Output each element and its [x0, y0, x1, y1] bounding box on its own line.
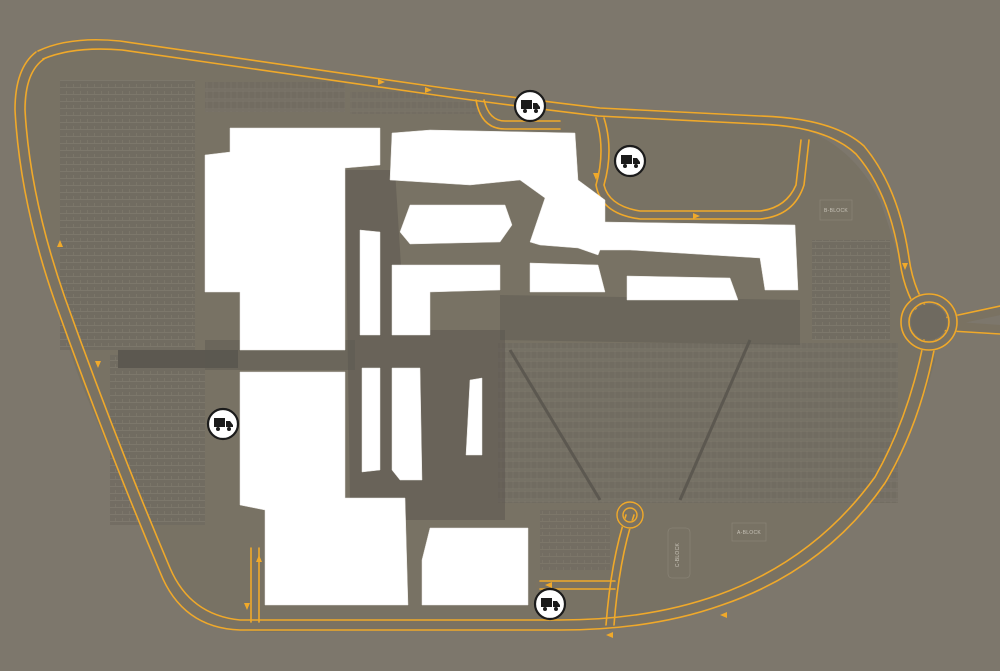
delivery-truck-icon: [214, 418, 233, 431]
mall-buildings: [204, 127, 799, 606]
truck-marker-north: [513, 89, 547, 123]
truck-marker-northeast: [613, 144, 647, 178]
delivery-truck-icon: [521, 100, 540, 113]
road-network: [15, 38, 1000, 630]
plaza-areas: [205, 170, 800, 520]
building-center-court: [399, 204, 513, 245]
truck-marker-south: [533, 587, 567, 621]
parking-east: [498, 240, 898, 570]
lane-markings: [14, 39, 1000, 631]
building-mid-2: [529, 262, 606, 293]
delivery-truck-icon: [541, 598, 560, 611]
block-label-c: C-BLOCK: [675, 542, 681, 567]
block-label-a: A-BLOCK: [737, 530, 761, 536]
building-strip-3: [391, 367, 423, 481]
direction-arrows: [57, 79, 908, 638]
building-strip-1: [359, 229, 381, 336]
parking-west: [60, 80, 480, 525]
delivery-truck-icon: [621, 155, 640, 168]
building-anchor-south: [421, 527, 529, 606]
truck-marker-west: [206, 407, 240, 441]
roundabout-east: [900, 293, 958, 351]
building-mid-3: [626, 275, 739, 301]
block-label-b: B-BLOCK: [824, 208, 848, 214]
building-mid-1: [391, 264, 501, 336]
building-anchor-southwest: [239, 371, 409, 606]
building-strip-2: [361, 367, 381, 473]
building-island: [465, 377, 483, 456]
building-anchor-northwest: [204, 127, 381, 351]
building-north-wing: [389, 129, 799, 291]
block-labels: B-BLOCK A-BLOCK C-BLOCK: [667, 199, 853, 579]
roundabout-south: [616, 501, 644, 529]
